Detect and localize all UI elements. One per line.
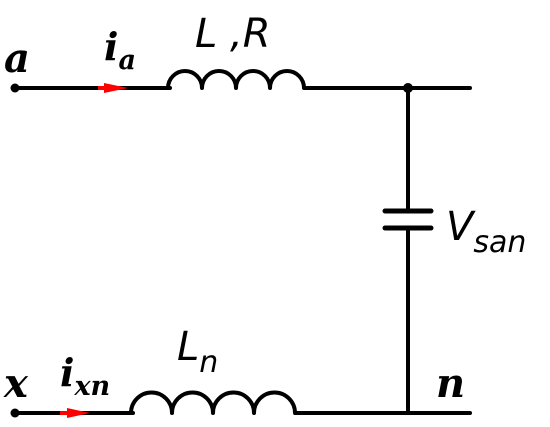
label-current-a: ia [104,24,136,76]
label-current-a-sub: a [118,45,136,76]
label-voltage-main: V [446,204,476,250]
inductor-bottom-coil [129,390,297,415]
label-current-a-main: i [104,24,118,69]
label-current-xn-sub: xn [73,371,110,402]
label-inductor-top: L ,R [195,11,271,57]
label-voltage: Vsan [446,204,526,260]
label-current-xn-main: i [60,350,74,395]
label-node-n: n [436,360,465,407]
label-inductor-bottom-main: L [177,324,199,370]
label-inductor-bottom: Ln [177,324,218,380]
current-arrow-a-icon [104,83,128,93]
current-arrow-xn-icon [67,408,90,418]
label-node-x: x [3,360,29,407]
inductor-top-coil [166,69,306,90]
label-voltage-sub: san [473,225,526,260]
label-inductor-bottom-sub: n [199,345,218,380]
label-current-xn: ixn [60,350,110,402]
label-node-a: a [4,35,30,82]
